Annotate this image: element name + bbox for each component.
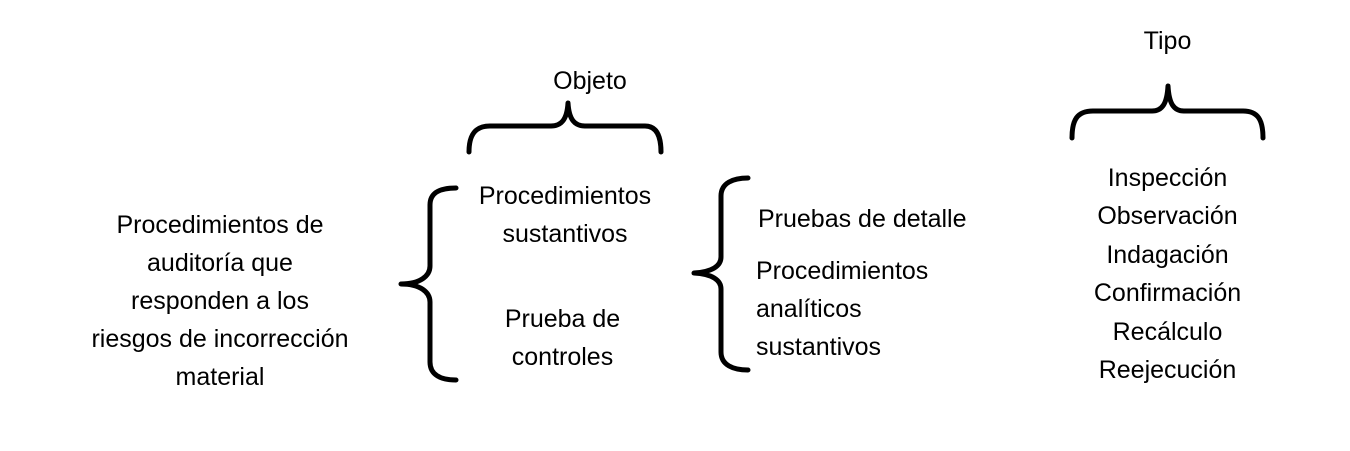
objeto-left-brace [398, 185, 459, 383]
procedimientos-analiticos-label: Procedimientos analíticos sustantivos [756, 257, 929, 361]
tipo-item-confirmacion: Confirmación [1093, 279, 1242, 307]
tipo-header: Tipo [1143, 27, 1192, 55]
objeto-header: Objeto [553, 67, 627, 95]
tipo-item-reejecucion: Reejecución [1098, 356, 1237, 384]
tipo-top-brace [1069, 83, 1266, 141]
root-procedure-label: Procedimientos de auditoría que responde… [91, 211, 349, 391]
prueba-de-controles-label: Prueba de controles [504, 305, 621, 371]
sustantivos-left-brace [691, 175, 751, 373]
procedimientos-sustantivos-label: Procedimientos sustantivos [478, 182, 652, 248]
tipo-item-inspeccion: Inspección [1107, 164, 1228, 192]
objeto-top-brace [466, 100, 664, 155]
tipo-item-indagacion: Indagación [1106, 241, 1229, 269]
pruebas-de-detalle-label: Pruebas de detalle [758, 205, 967, 233]
tipo-item-observacion: Observación [1097, 202, 1238, 230]
tipo-item-recalculo: Recálculo [1112, 318, 1223, 346]
